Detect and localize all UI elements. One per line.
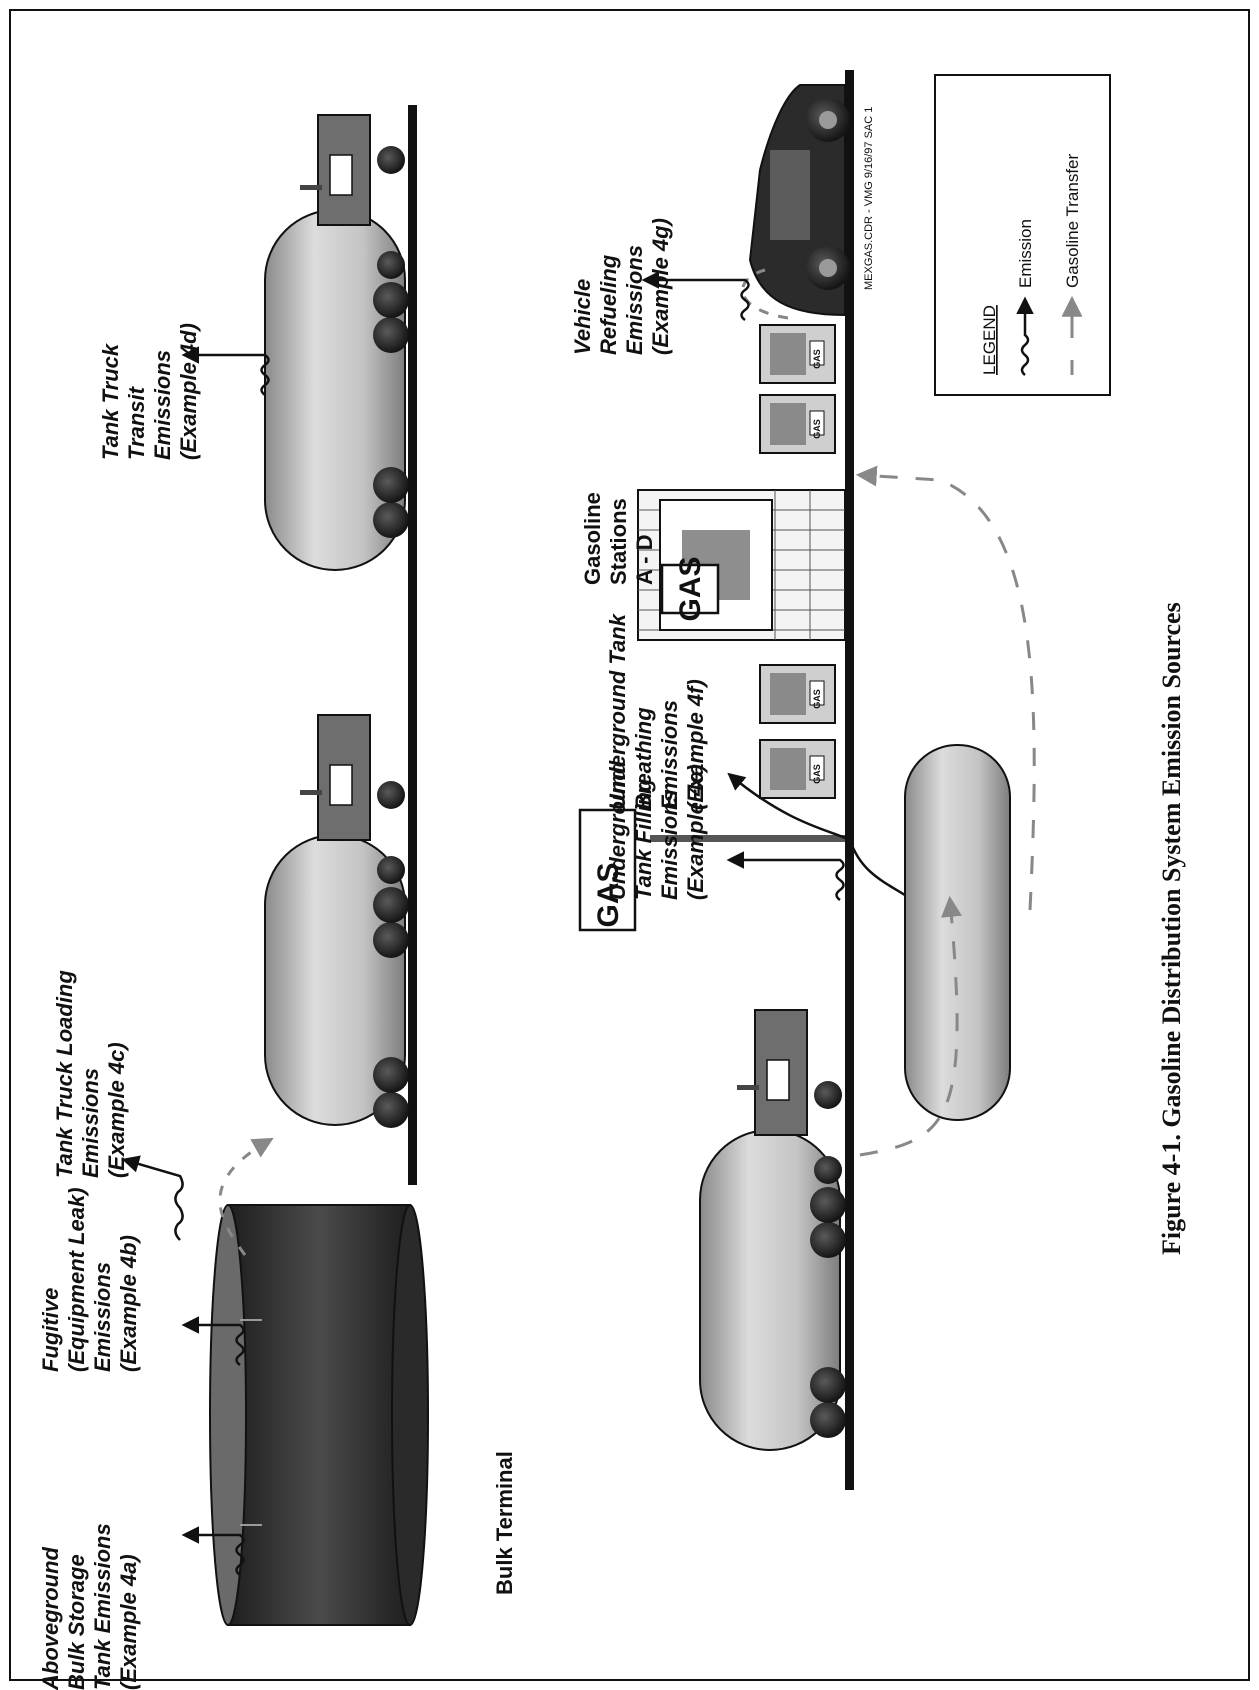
emission-arrow-4a — [181, 1526, 245, 1577]
gas-road-sign: GAS — [578, 808, 845, 932]
gas-pump: GAS — [759, 394, 836, 454]
aboveground-storage-tank — [209, 1204, 429, 1626]
page-border — [9, 9, 1250, 1681]
svg-text:GAS: GAS — [674, 556, 707, 621]
underground-tank — [904, 744, 1011, 1121]
tank-truck-transit — [264, 114, 409, 571]
emission-arrow-4f — [727, 772, 906, 897]
label-vehicle-refueling: Vehicle Refueling Emissions (Example 4g) — [570, 218, 673, 355]
legend-emission-icon — [1016, 296, 1034, 376]
legend-title: LEGEND — [980, 305, 999, 375]
svg-text:GAS: GAS — [812, 689, 822, 709]
emission-arrow-4d — [181, 346, 270, 397]
label-bulk-terminal: Bulk Terminal — [492, 1451, 517, 1595]
tank-truck-loading — [264, 714, 409, 1128]
legend-emission-label: Emission — [1016, 219, 1035, 288]
ground-line-lower — [845, 70, 854, 1490]
legend: LEGEND Emission Gasoline Transfer — [934, 74, 1111, 396]
svg-text:GAS: GAS — [592, 862, 625, 927]
gas-pump: GAS — [759, 664, 836, 724]
gas-station-building: GAS — [637, 489, 846, 641]
transfer-arrow-4c — [218, 1137, 274, 1256]
label-underground-breathing: Underground Tank Breathing Emissions (Ex… — [605, 608, 708, 810]
emission-arrow-4e — [726, 851, 845, 902]
emission-arrow-4c — [121, 1155, 184, 1241]
label-tank-truck-transit: Tank Truck Transit Emissions (Example 4d… — [98, 323, 201, 460]
vehicle-car — [748, 84, 850, 317]
svg-text:GAS: GAS — [812, 764, 822, 784]
emission-arrow-4g — [641, 271, 750, 322]
ground-line-upper — [408, 105, 417, 1185]
label-gasoline-stations: Gasoline Stations A - D — [580, 486, 657, 585]
label-tank-truck-loading: Tank Truck Loading Emissions (Example 4c… — [52, 964, 129, 1178]
tank-truck-delivery — [699, 1009, 846, 1451]
gas-pump: GAS — [759, 739, 836, 799]
emission-arrow-4b — [181, 1316, 245, 1367]
transfer-arrow-to-pumps — [855, 465, 1036, 911]
figure-caption: Figure 4-1. Gasoline Distribution System… — [1157, 602, 1186, 1255]
legend-transfer-label: Gasoline Transfer — [1063, 153, 1082, 288]
gas-pump: GAS — [759, 324, 836, 384]
svg-text:GAS: GAS — [812, 419, 822, 439]
label-aboveground: Aboveground Bulk Storage Tank Emissions … — [38, 1517, 141, 1690]
label-fugitive: Fugitive (Equipment Leak) Emissions (Exa… — [38, 1181, 141, 1372]
svg-text:GAS: GAS — [812, 349, 822, 369]
drawing-credit: MEXGAS.CDR - VMG 9/16/97 SAC 1 — [863, 107, 875, 290]
label-underground-filling: Underground Tank Filling Emissions (Exam… — [605, 755, 708, 900]
